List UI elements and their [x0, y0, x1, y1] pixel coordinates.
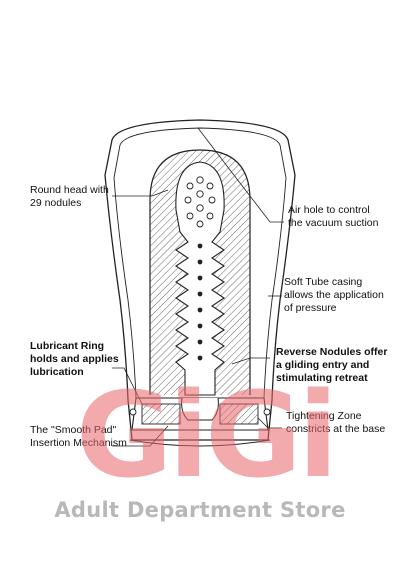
- label-tightening-zone: Tightening Zone constricts at the base: [286, 410, 386, 435]
- inner-casing: [119, 127, 287, 399]
- label-round-head: Round head with 29 nodules: [30, 184, 109, 209]
- label-air-hole: Air hole to control the vacuum suction: [288, 204, 379, 229]
- head-nodules: [184, 176, 216, 228]
- label-smooth-pad: The "Smooth Pad" Insertion Mechanism: [30, 424, 127, 449]
- smooth-pad: [181, 397, 219, 421]
- label-soft-tube: Soft Tube casing allows the application …: [284, 276, 384, 314]
- base-ring: [131, 397, 269, 431]
- outer-casing: [104, 119, 296, 441]
- label-lubricant-ring: Lubricant Ring holds and applies lubrica…: [30, 340, 119, 378]
- canal-dots: [197, 243, 203, 361]
- sleeve-outline: [149, 149, 251, 395]
- leader-lines: [112, 127, 284, 447]
- label-reverse-nodules: Reverse Nodules offer a gliding entry an…: [276, 346, 388, 384]
